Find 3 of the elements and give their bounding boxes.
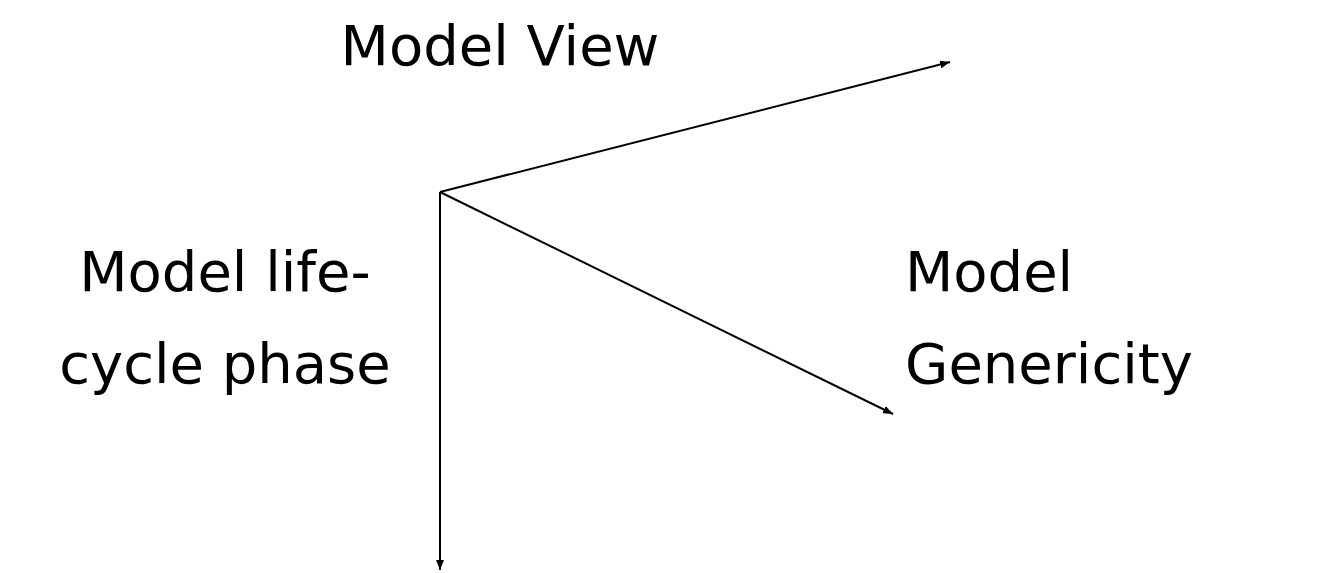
axis-label: Model Genericity (905, 238, 1194, 398)
axis-label: Model life-cycle phase (58, 238, 392, 398)
axis-label: Model View (339, 12, 661, 80)
